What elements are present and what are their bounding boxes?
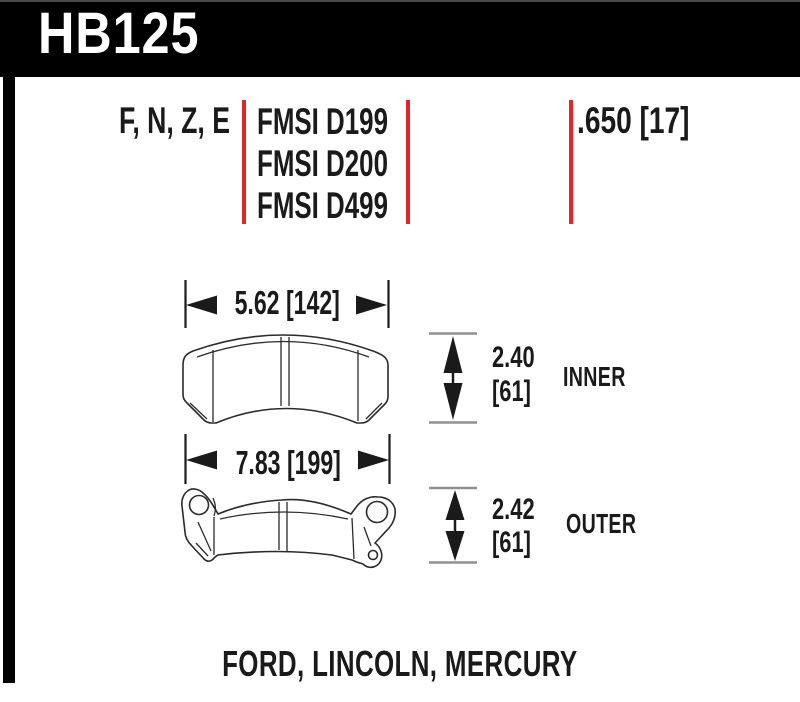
height-dimension-inner	[429, 332, 477, 424]
arrow-left-icon	[186, 450, 217, 470]
divider-line-3	[569, 100, 573, 224]
width-dimension-inner	[184, 280, 390, 328]
arrow-right-icon	[356, 295, 387, 315]
arrow-left-icon	[186, 295, 217, 315]
mounting-hole	[365, 500, 389, 524]
inner-height-inches: 2.40	[492, 341, 535, 374]
fmsi-item: FMSI D199	[257, 101, 388, 142]
inner-pad-label: INNER	[563, 361, 626, 392]
arrow-right-icon	[358, 450, 389, 470]
height-dimension-outer	[429, 486, 477, 564]
arrow-up-icon	[443, 336, 463, 373]
arrow-up-icon	[445, 490, 465, 520]
mounting-hole	[367, 549, 379, 561]
fmsi-item: FMSI D200	[257, 143, 388, 184]
left-edge-strip	[3, 0, 15, 683]
compound-codes: F, N, Z, E	[119, 100, 231, 141]
part-number: HB125	[38, 1, 200, 66]
vehicle-applications: FORD, LINCOLN, MERCURY	[222, 643, 578, 684]
width-dimension-outer	[184, 434, 391, 484]
pad-thickness: .650 [17]	[577, 100, 690, 141]
outer-width-dimension-label: 7.83 [199]	[235, 444, 341, 481]
arrow-down-icon	[445, 531, 465, 561]
outer-pad-drawing	[181, 488, 397, 569]
divider-line-1	[242, 100, 246, 224]
fmsi-list: FMSI D199 FMSI D200 FMSI D499	[257, 101, 444, 227]
header-bar: HB125	[0, 0, 800, 77]
fmsi-item: FMSI D499	[257, 185, 388, 226]
divider-line-2	[406, 100, 410, 224]
inner-width-dimension-label: 5.62 [142]	[234, 284, 340, 321]
arrow-down-icon	[443, 383, 463, 420]
outer-height-mm: [61]	[492, 526, 531, 559]
inner-pad-drawing	[182, 334, 389, 424]
inner-height-mm: [61]	[492, 375, 531, 408]
outer-height-inches: 2.42	[492, 493, 535, 526]
outer-pad-label: OUTER	[566, 508, 637, 539]
mounting-hole	[188, 494, 210, 516]
